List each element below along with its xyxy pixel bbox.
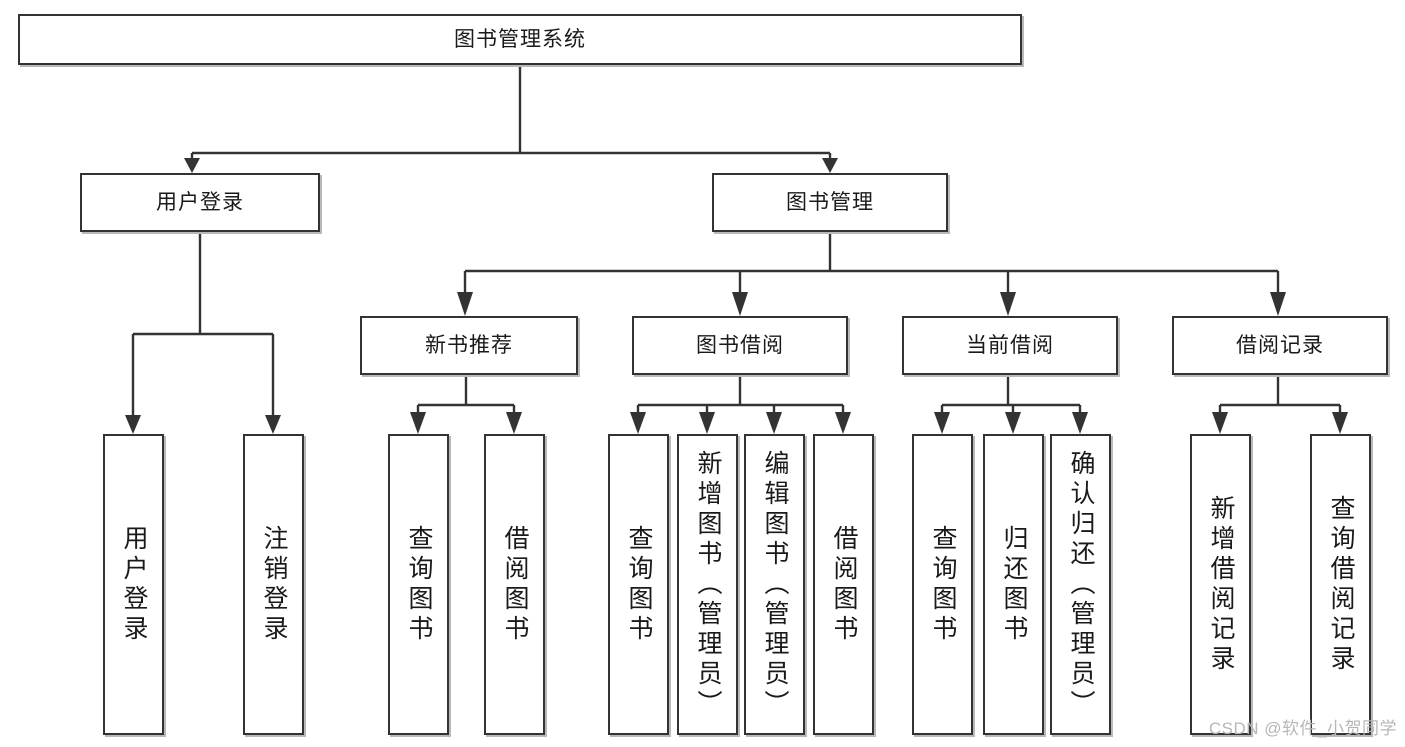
node-leaf-borrow-book-2[interactable]: 借阅图书	[813, 434, 874, 735]
arrow-to-book-manage	[822, 158, 838, 173]
node-root-label: 图书管理系统	[454, 27, 586, 51]
node-leaf-borrow-book-2-label: 借阅图书	[830, 524, 858, 645]
node-leaf-query-book-2[interactable]: 查询图书	[608, 434, 669, 735]
node-borrow-record-label: 借阅记录	[1236, 333, 1324, 357]
arrow-to-leaf-add-book	[699, 412, 715, 434]
node-leaf-query-book-3[interactable]: 查询图书	[912, 434, 973, 735]
arrow-to-leaf-borrow-book-2	[835, 412, 851, 434]
node-user-login[interactable]: 用户登录	[80, 173, 320, 232]
arrow-to-leaf-edit-book	[766, 412, 782, 434]
node-book-borrow-label: 图书借阅	[696, 333, 784, 357]
arrow-to-leaf-query-book-1	[410, 412, 426, 434]
node-book-manage[interactable]: 图书管理	[712, 173, 948, 232]
arrow-to-leaf-confirm-return	[1072, 412, 1088, 434]
node-leaf-confirm-return[interactable]: 确认归还（管理员）	[1050, 434, 1111, 735]
arrow-to-leaf-return-book	[1005, 412, 1021, 434]
node-leaf-user-logout[interactable]: 注销登录	[243, 434, 304, 735]
node-leaf-query-record[interactable]: 查询借阅记录	[1310, 434, 1371, 735]
node-user-login-label: 用户登录	[156, 190, 244, 214]
arrow-to-borrow-record	[1270, 292, 1286, 316]
node-leaf-query-book-1[interactable]: 查询图书	[388, 434, 449, 735]
node-leaf-edit-book-label: 编辑图书（管理员）	[761, 449, 789, 720]
arrow-to-leaf-user-logout	[265, 415, 281, 434]
arrow-to-user-login	[184, 158, 200, 173]
node-leaf-add-book[interactable]: 新增图书（管理员）	[677, 434, 738, 735]
node-borrow-record[interactable]: 借阅记录	[1172, 316, 1388, 375]
node-leaf-add-book-label: 新增图书（管理员）	[694, 449, 722, 720]
arrow-to-leaf-borrow-book-1	[506, 412, 522, 434]
node-leaf-user-logout-label: 注销登录	[260, 524, 288, 645]
node-current-borrow-label: 当前借阅	[966, 333, 1054, 357]
node-root[interactable]: 图书管理系统	[18, 14, 1022, 65]
node-leaf-borrow-book-1[interactable]: 借阅图书	[484, 434, 545, 735]
node-current-borrow[interactable]: 当前借阅	[902, 316, 1118, 375]
node-leaf-query-book-3-label: 查询图书	[929, 524, 957, 645]
arrow-to-leaf-user-login	[125, 415, 141, 434]
arrow-to-leaf-query-book-3	[934, 412, 950, 434]
node-leaf-user-login-label: 用户登录	[120, 524, 148, 645]
node-leaf-borrow-book-1-label: 借阅图书	[501, 524, 529, 645]
node-new-book-recommend-label: 新书推荐	[425, 333, 513, 357]
arrow-to-leaf-add-record	[1212, 412, 1228, 434]
watermark: CSDN @软件_小贺同学	[1208, 719, 1397, 738]
arrow-to-new-book-recommend	[457, 292, 473, 316]
arrow-to-leaf-query-book-2	[630, 412, 646, 434]
node-leaf-edit-book[interactable]: 编辑图书（管理员）	[744, 434, 805, 735]
node-leaf-user-login[interactable]: 用户登录	[103, 434, 164, 735]
node-leaf-query-book-1-label: 查询图书	[405, 524, 433, 645]
arrow-to-leaf-query-record	[1332, 412, 1348, 434]
node-leaf-add-record-label: 新增借阅记录	[1207, 494, 1235, 675]
arrow-to-book-borrow	[732, 292, 748, 316]
node-leaf-query-book-2-label: 查询图书	[625, 524, 653, 645]
node-leaf-query-record-label: 查询借阅记录	[1327, 494, 1355, 675]
node-leaf-return-book[interactable]: 归还图书	[983, 434, 1044, 735]
node-new-book-recommend[interactable]: 新书推荐	[360, 316, 578, 375]
node-leaf-add-record[interactable]: 新增借阅记录	[1190, 434, 1251, 735]
node-leaf-return-book-label: 归还图书	[1000, 524, 1028, 645]
arrow-to-current-borrow	[1000, 292, 1016, 316]
node-book-manage-label: 图书管理	[786, 190, 874, 214]
node-book-borrow[interactable]: 图书借阅	[632, 316, 848, 375]
node-leaf-confirm-return-label: 确认归还（管理员）	[1067, 449, 1095, 720]
